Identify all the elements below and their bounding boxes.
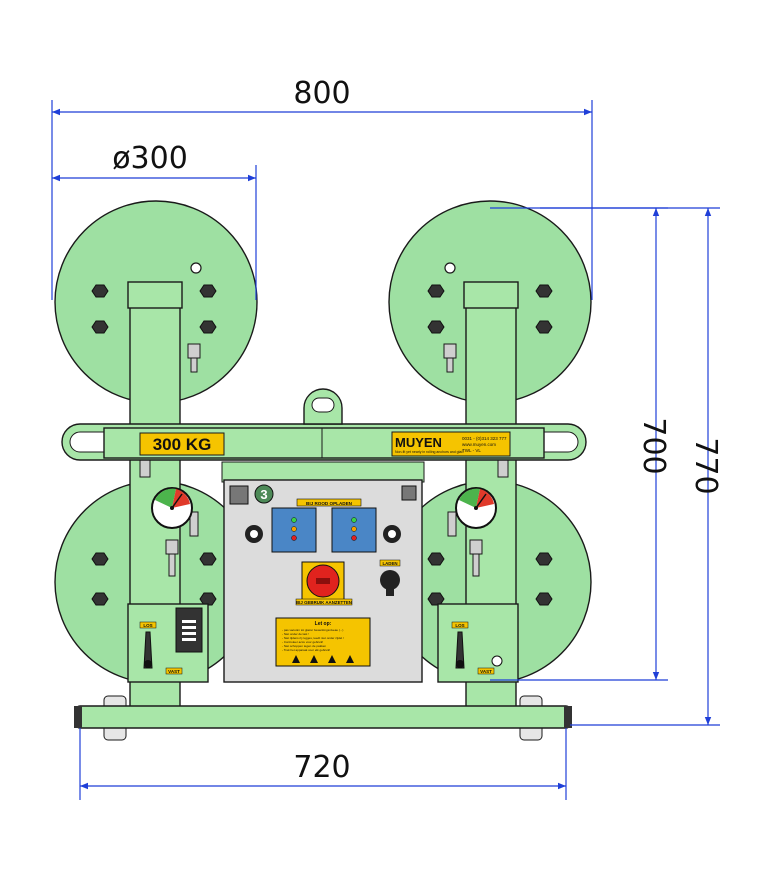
lever-release-right: LOS — [455, 623, 464, 628]
capacity-plate — [139, 432, 225, 456]
dimension-lines — [51, 100, 720, 800]
hex-bolts — [91, 284, 553, 606]
pump-number: 3 — [260, 487, 267, 502]
warning-triangles-icon — [292, 655, 354, 663]
base-bar — [75, 705, 571, 729]
pump-number-badge — [254, 484, 274, 504]
pad-hole-left — [190, 262, 202, 274]
warning-line-3: - Niet tijdens rij rugges, teedt niet on… — [282, 636, 344, 640]
emergency-label: BIJ GEBRUIK AANZETTEN — [296, 600, 352, 605]
warning-line-2: - Niet onder de last ! — [282, 632, 309, 636]
dim-pad-spacing: 700 — [636, 417, 671, 474]
indicator-lamps — [291, 517, 357, 541]
lever-lock-right: VAST — [480, 669, 492, 674]
control-box-bracket — [221, 461, 425, 483]
warning-title: Let op: — [315, 621, 332, 627]
pad-hole-right — [444, 262, 456, 274]
capacity-label: 300 KG — [153, 435, 212, 454]
vacuum-fittings — [139, 343, 509, 577]
dim-overall-height: 770 — [688, 437, 723, 494]
brand-plate — [391, 431, 511, 457]
brand-contact-2: www.muyen.com — [462, 442, 496, 447]
qr-code-left — [229, 485, 249, 505]
upright-cap-left — [127, 281, 183, 309]
warning-label — [275, 617, 371, 667]
valve-lever-left[interactable] — [143, 631, 153, 669]
brand-tagline: Non-fit yet nearly in rolling anchors an… — [395, 450, 463, 454]
warning-line-6: - Trek het apparaat voor elk gebruik! — [282, 648, 330, 652]
lever-lock-left: VAST — [168, 669, 180, 674]
brand-name: MUYEN — [395, 435, 442, 450]
warning-line-1: - pas vacuüm tot glazer bewerkingsniveau… — [282, 628, 343, 632]
brand-code: TWL - VL — [462, 448, 481, 453]
charge-label: LADEN — [382, 561, 397, 566]
valve-panel-right — [437, 603, 519, 683]
battery-indicator — [175, 607, 203, 653]
brand-contact-1: 0031 - (0)314 323 777 — [462, 436, 507, 441]
indicator-title: BIJ ROOD OPLADEN — [306, 501, 353, 506]
qr-code-right — [401, 485, 417, 501]
dim-overall-width: 800 — [293, 76, 350, 111]
valve-lever-right[interactable] — [455, 631, 465, 669]
dim-frame-width: 720 — [293, 750, 350, 785]
lever-release-left: LOS — [143, 623, 152, 628]
vacuum-gauge-right — [455, 487, 497, 529]
warning-line-4: - Controleer accu voor gebruik! — [282, 640, 323, 644]
charge-socket[interactable] — [380, 570, 400, 590]
warning-line-5: - Niet schoppen tegen de pakken — [282, 644, 326, 648]
dim-pad-diameter: ø300 — [112, 141, 188, 176]
upright-cap-right — [463, 281, 519, 309]
vacuum-gauge-left — [151, 487, 193, 529]
